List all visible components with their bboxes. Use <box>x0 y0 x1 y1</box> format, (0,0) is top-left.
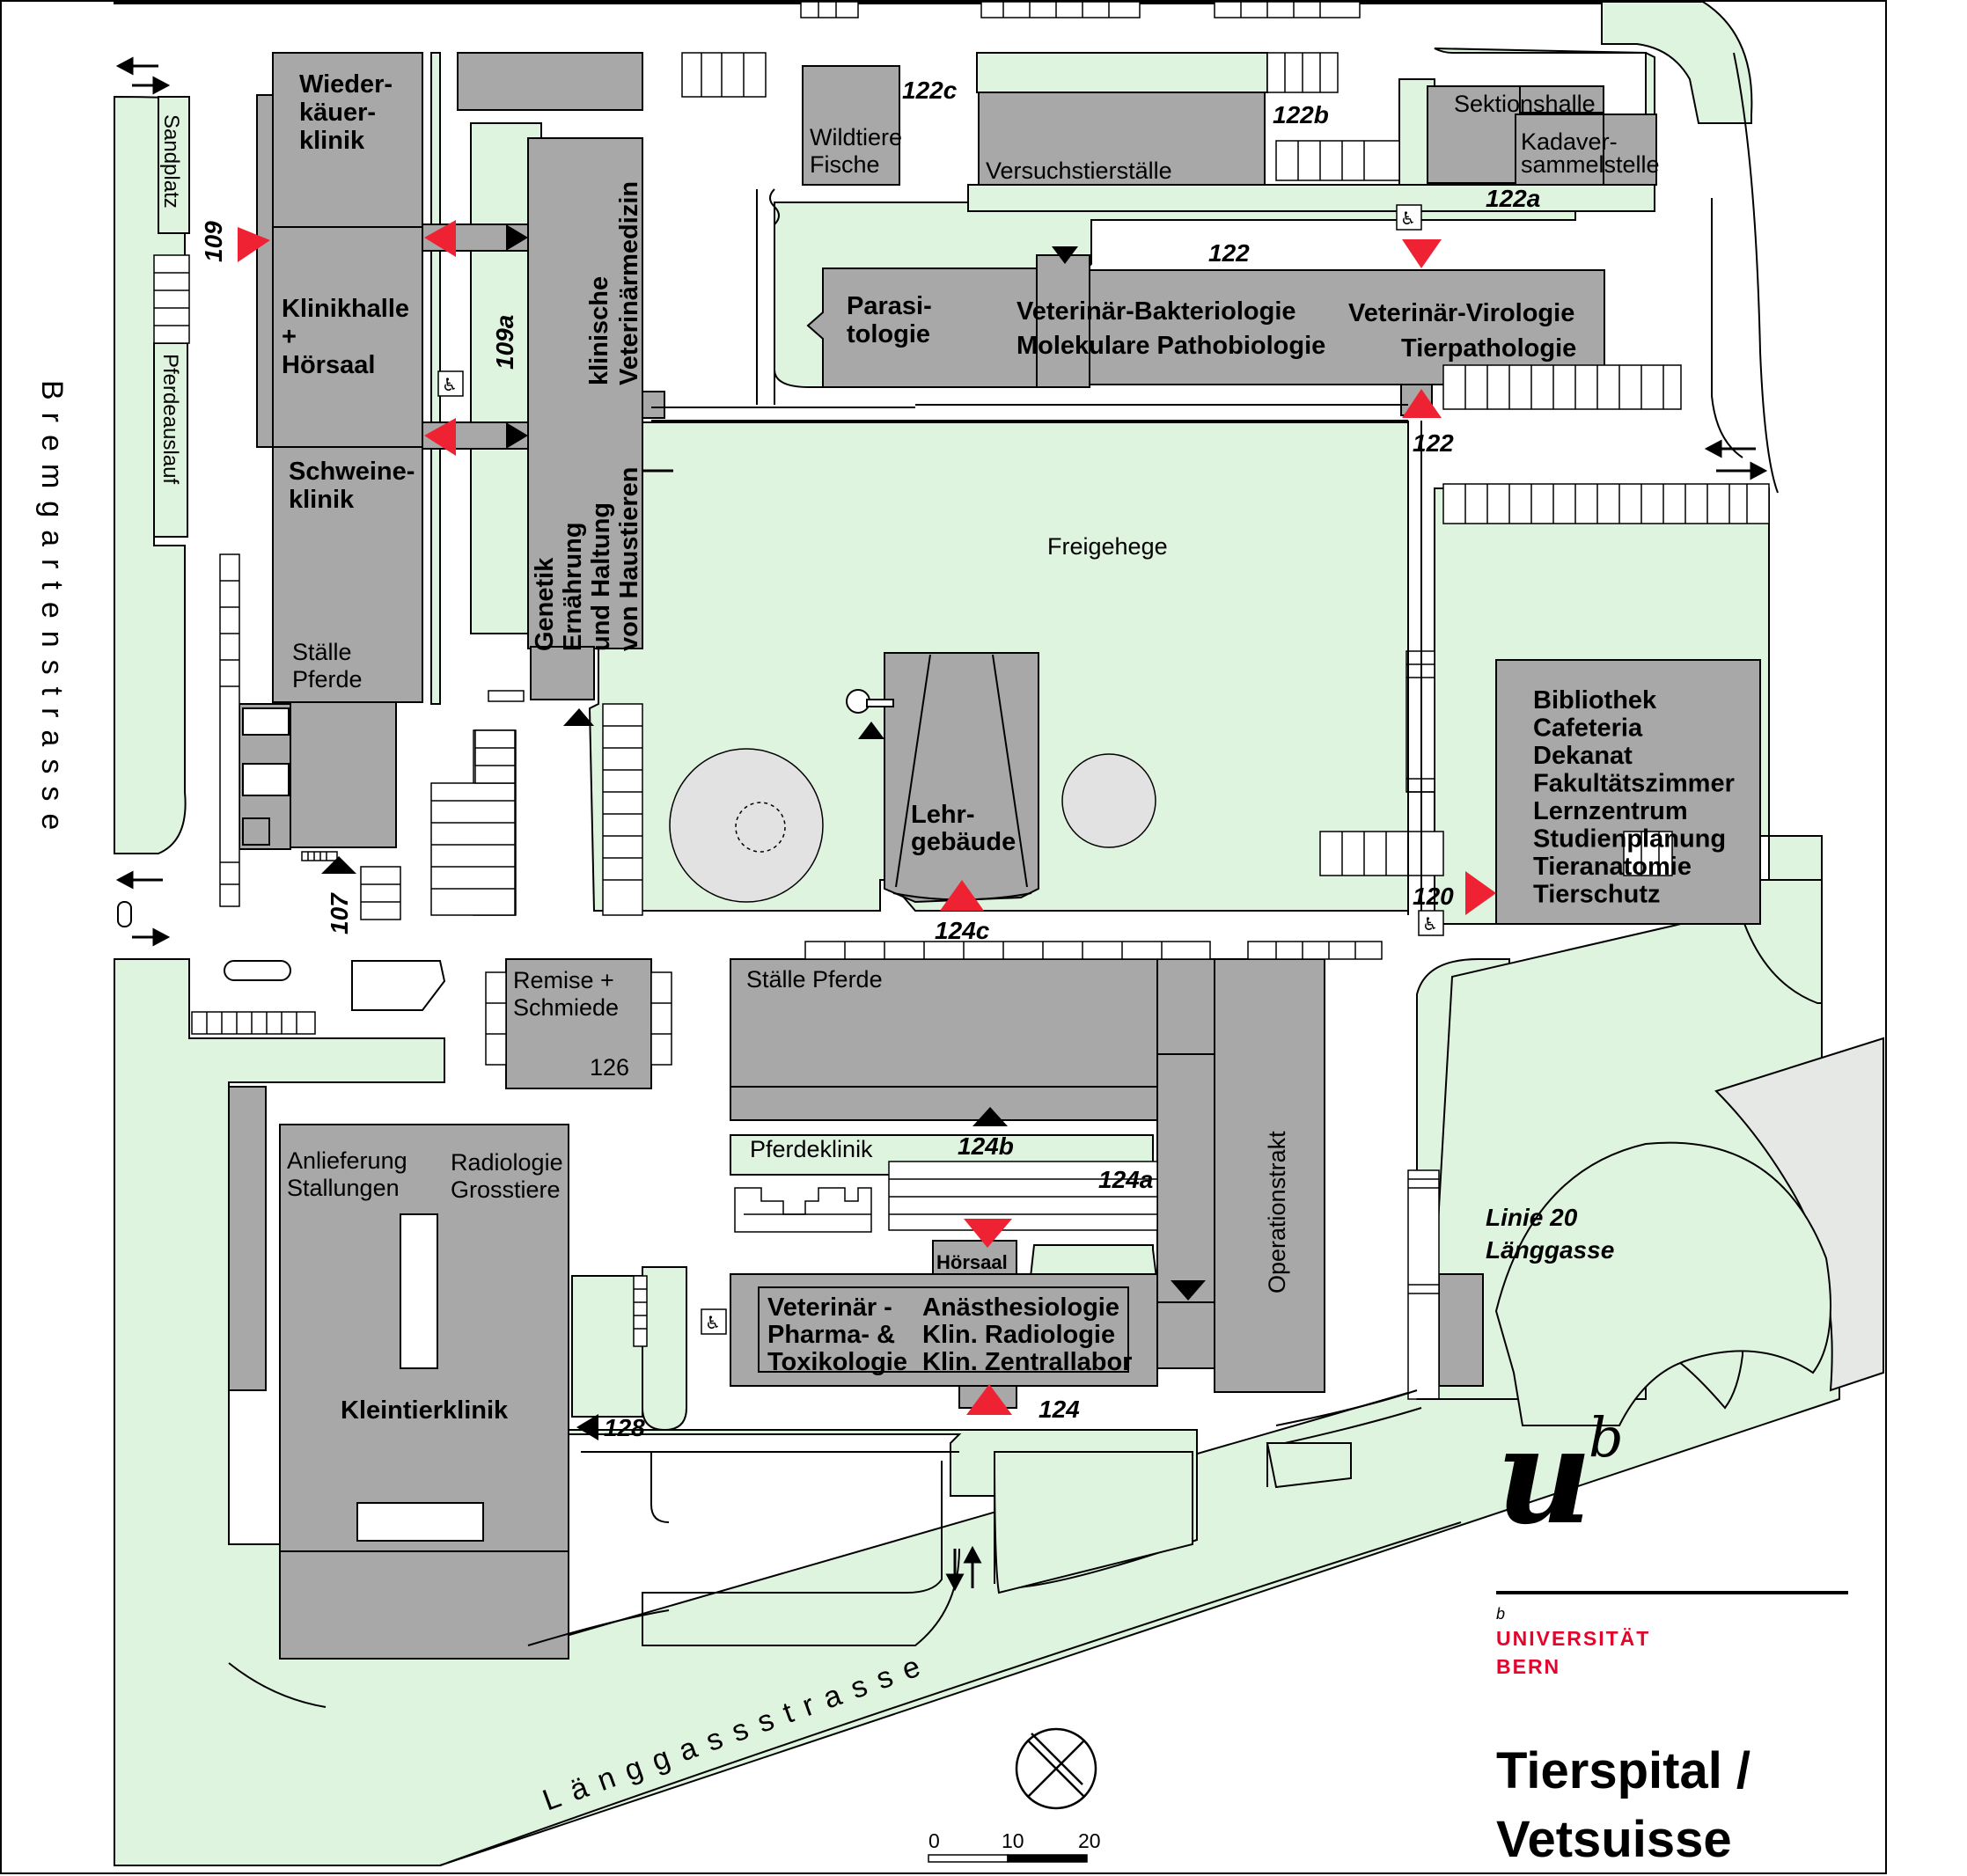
label-veterinaer-virologie: Veterinär-Virologie <box>1348 299 1574 327</box>
label-remise-schmiede: Remise +Schmiede <box>513 967 619 1021</box>
label-entrance-109: 109 <box>200 221 227 262</box>
label-sandplatz: Sandplatz <box>159 114 183 209</box>
university-name-line2: BERN <box>1496 1655 1560 1678</box>
entrance-markers <box>238 220 1496 1415</box>
map-title-line2: Vetsuisse <box>1496 1811 1732 1868</box>
label-entrance-122-bottom: 122 <box>1413 429 1454 457</box>
label-kleintierklinik: Kleintierklinik <box>341 1396 509 1425</box>
label-entrance-124c: 124c <box>935 917 990 944</box>
map-title-line1: Tierspital / <box>1496 1742 1750 1799</box>
label-hoersaal: Hörsaal <box>936 1251 1008 1273</box>
label-bremgartenstrasse: Bremgartenstrasse <box>35 380 69 842</box>
label-parasitologie: Parasi-tologie <box>847 292 932 348</box>
label-freigehege: Freigehege <box>1047 533 1168 560</box>
label-entrance-122a: 122a <box>1486 185 1540 212</box>
label-klinische-veterinaermedizin: klinischeVeterinärmedizin <box>585 181 643 385</box>
svg-text:♿: ♿ <box>442 374 458 395</box>
logo-mark: u <box>1496 1399 1592 1554</box>
logo-superscript: b <box>1589 1405 1624 1469</box>
label-pharma-toxikologie: Veterinär -Pharma- &Toxikologie <box>767 1293 907 1376</box>
buildings <box>228 52 1761 1660</box>
label-entrance-122b: 122b <box>1273 101 1329 128</box>
label-veterinaer-bakteriologie: Veterinär-Bakteriologie <box>1017 297 1296 326</box>
direction-arrows <box>115 56 1768 1592</box>
label-entrance-107: 107 <box>326 892 353 934</box>
scale-bar <box>928 1854 1088 1863</box>
svg-text:♿: ♿ <box>1400 208 1416 229</box>
unibe-logo: u b b UNIVERSITÄT BERN Tierspital / Vets… <box>1496 1399 1848 1868</box>
label-operationstrakt: Operationstrakt <box>1264 1131 1290 1293</box>
wheelchair-icons: ♿ ♿ ♿ ♿ <box>437 204 1444 1335</box>
label-building-126: 126 <box>590 1054 629 1081</box>
label-schweineklinik: Schweine-klinik <box>289 458 415 514</box>
label-versuchstierstaelle: Versuchstierställe <box>986 158 1172 184</box>
compass-icon <box>1015 1727 1097 1810</box>
label-genetik: GenetikErnährungund Haltungvon Haustiere… <box>531 467 643 652</box>
traffic-island <box>224 960 291 981</box>
label-entrance-124b: 124b <box>958 1132 1014 1160</box>
logo-small-b: b <box>1496 1605 1505 1623</box>
traffic-island <box>117 901 132 927</box>
label-scale-20: 20 <box>1078 1829 1101 1852</box>
label-wiederkaeuerklinik: Wieder-käuer-klinik <box>299 70 393 155</box>
label-pferdeklinik: Pferdeklinik <box>750 1136 873 1162</box>
label-entrance-122c: 122c <box>902 77 958 104</box>
label-molekulare-pathobiologie: Molekulare Pathobiologie <box>1017 332 1325 360</box>
svg-text:♿: ♿ <box>1422 913 1438 934</box>
label-entrance-122-top: 122 <box>1208 239 1250 267</box>
label-tram-stop: Länggasse <box>1486 1236 1614 1264</box>
label-lehrgebaeude: Lehr-gebäude <box>911 801 1016 856</box>
label-entrance-124a: 124a <box>1098 1166 1153 1193</box>
parking-rows <box>153 1 1770 1400</box>
label-entrance-128: 128 <box>604 1414 645 1441</box>
label-entrance-109a: 109a <box>491 315 518 370</box>
label-entrance-124: 124 <box>1039 1396 1080 1423</box>
label-pferdeauslauf: Pferdeauslauf <box>158 354 182 484</box>
label-staelle-pferde-south: Ställe Pferde <box>746 966 883 993</box>
label-tram-line: Linie 20 <box>1486 1204 1578 1231</box>
label-scale-0: 0 <box>928 1829 940 1852</box>
label-entrance-120: 120 <box>1413 883 1454 910</box>
label-sektionshalle: Sektionshalle <box>1454 91 1596 117</box>
label-tierpathologie: Tierpathologie <box>1401 334 1576 363</box>
svg-text:♿: ♿ <box>705 1312 721 1333</box>
tram-stop-area <box>1494 1141 1831 1426</box>
road-lines <box>228 52 1779 1866</box>
university-name-line1: UNIVERSITÄT <box>1496 1627 1650 1650</box>
label-scale-10: 10 <box>1002 1829 1024 1852</box>
label-klinikhalle: Klinikhalle+Hörsaal <box>282 295 409 379</box>
label-kadaversammelstelle: Kadaver-sammelstelle <box>1521 128 1660 178</box>
traffic-island <box>351 960 446 1011</box>
